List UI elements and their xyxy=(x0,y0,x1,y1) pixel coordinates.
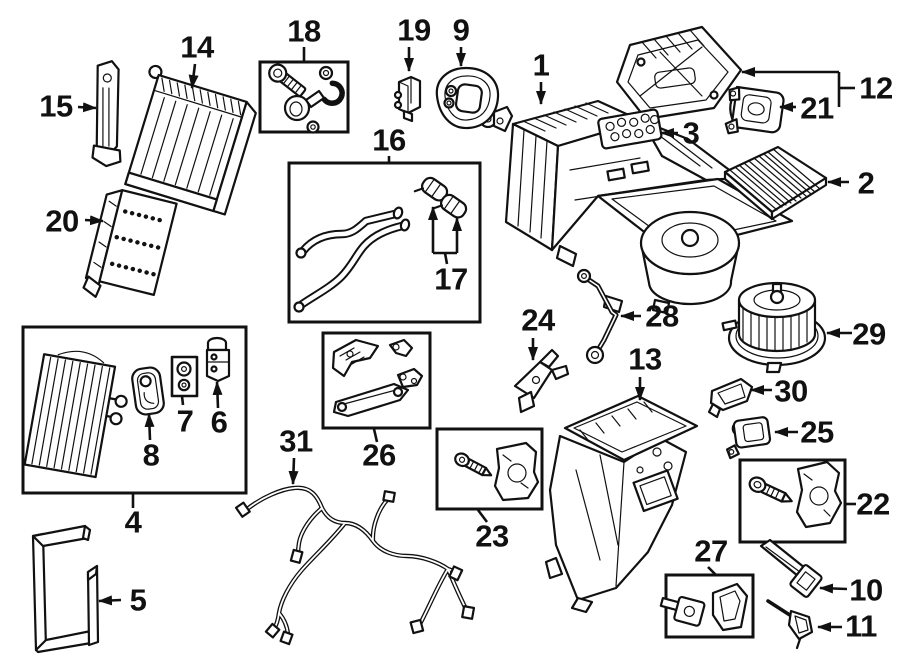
part-sensor-10 xyxy=(759,538,823,598)
part-heater-core-14 xyxy=(124,64,257,216)
part-screw-bracket-kit-23 xyxy=(454,441,540,502)
part-aux-heater-20 xyxy=(82,189,178,298)
part-link-rod-28 xyxy=(576,268,619,365)
part-seal-frame-5 xyxy=(31,524,100,654)
part-blower-wheel-29 xyxy=(721,281,827,374)
part-valve-block-19 xyxy=(393,75,422,123)
part-wiring-harness-31 xyxy=(234,485,476,646)
callout-leader-7 xyxy=(180,395,185,406)
part-pipe-seal-8 xyxy=(131,366,165,416)
part-gasket-9 xyxy=(435,66,500,130)
callout-leader-17 xyxy=(443,252,449,265)
part-lower-case-13 xyxy=(544,394,699,614)
callout-leader-26 xyxy=(372,428,379,443)
part-main-housing-1 xyxy=(492,99,794,315)
part-seal-grille-3 xyxy=(597,108,663,150)
part-sensor-kit-27 xyxy=(659,582,749,632)
callout-leader-10 xyxy=(819,583,848,594)
part-actuator-25 xyxy=(725,416,772,460)
part-mount-bracket-15 xyxy=(91,60,122,168)
part-grommets-7 xyxy=(170,355,199,398)
callout-leader-27 xyxy=(707,566,717,576)
callout-leader-20 xyxy=(84,215,104,226)
part-cabin-filter-2 xyxy=(723,145,828,221)
callout-leader-14 xyxy=(188,63,199,89)
callout-leader-8 xyxy=(144,413,155,441)
part-hardware-kit-18 xyxy=(268,63,345,134)
part-linkage-kit-26 xyxy=(331,338,424,418)
part-actuator-21 xyxy=(724,85,785,135)
part-evaporator-4 xyxy=(23,350,128,479)
callout-leader-31 xyxy=(288,457,299,485)
part-expansion-valve-6 xyxy=(205,336,231,383)
callout-leader-6 xyxy=(212,381,223,409)
callout-leader-23 xyxy=(476,509,489,523)
part-intake-cover-12 xyxy=(615,25,743,121)
part-actuator-kit-22 xyxy=(748,460,843,529)
part-cover-30 xyxy=(707,377,754,419)
callout-leader-5 xyxy=(98,595,122,606)
callout-leader-15 xyxy=(77,102,97,113)
part-bracket-24 xyxy=(513,348,570,414)
callout-leaders xyxy=(77,47,856,632)
part-sensor-11 xyxy=(766,599,814,650)
